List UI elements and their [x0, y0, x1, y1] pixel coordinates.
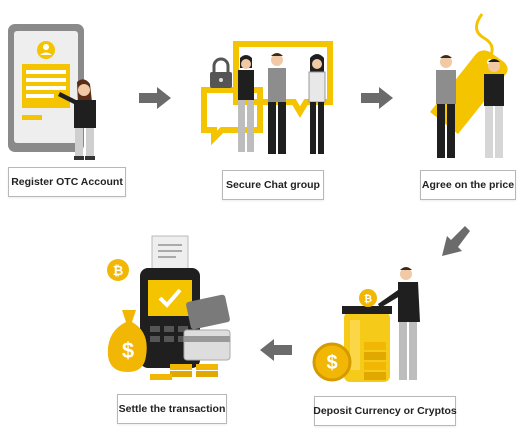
- money-bag-icon: $: [107, 310, 147, 372]
- secure-chat-illustration: [201, 41, 333, 154]
- step-settle-label: Settle the transaction: [117, 394, 227, 424]
- depositor-figure: [378, 267, 420, 380]
- agree-price-illustration: [430, 13, 508, 158]
- step-secure-chat-label: Secure Chat group: [222, 170, 324, 200]
- chat-bubble-small: [201, 87, 263, 146]
- settle-illustration: ₿ $: [107, 235, 231, 380]
- man-left-figure: [436, 55, 456, 158]
- man-right-figure: [484, 59, 504, 158]
- dollar-coin-icon: $: [312, 342, 352, 382]
- arrow-right-icon: [361, 87, 393, 109]
- bitcoin-coin-icon: ₿: [359, 289, 377, 307]
- svg-text:₿: ₿: [364, 293, 372, 305]
- person-right-figure: [308, 54, 326, 154]
- arrow-right-icon: [139, 87, 171, 109]
- step-register-label: Register OTC Account: [8, 167, 126, 197]
- register-account-illustration: [8, 24, 96, 160]
- woman-figure: [58, 79, 96, 160]
- coin-stacks: [364, 342, 386, 380]
- step-deposit-label: Deposit Currency or Cryptos: [313, 396, 457, 426]
- person-center-figure: [268, 53, 286, 154]
- svg-text:$: $: [326, 352, 337, 374]
- arrow-left-icon: [260, 339, 292, 361]
- arrow-down-left-icon: [442, 226, 470, 256]
- svg-text:₿: ₿: [113, 263, 124, 278]
- deposit-illustration: $ ₿: [312, 267, 420, 382]
- credit-card-icon: [183, 294, 231, 361]
- step-agree-price-label: Agree on the price: [420, 170, 516, 200]
- lock-icon: [210, 57, 232, 88]
- svg-text:$: $: [122, 338, 134, 363]
- coin-stacks: [150, 364, 218, 380]
- bitcoin-coin-icon: ₿: [107, 259, 129, 281]
- chat-bubble-large: [233, 41, 333, 118]
- person-left-figure: [238, 55, 254, 152]
